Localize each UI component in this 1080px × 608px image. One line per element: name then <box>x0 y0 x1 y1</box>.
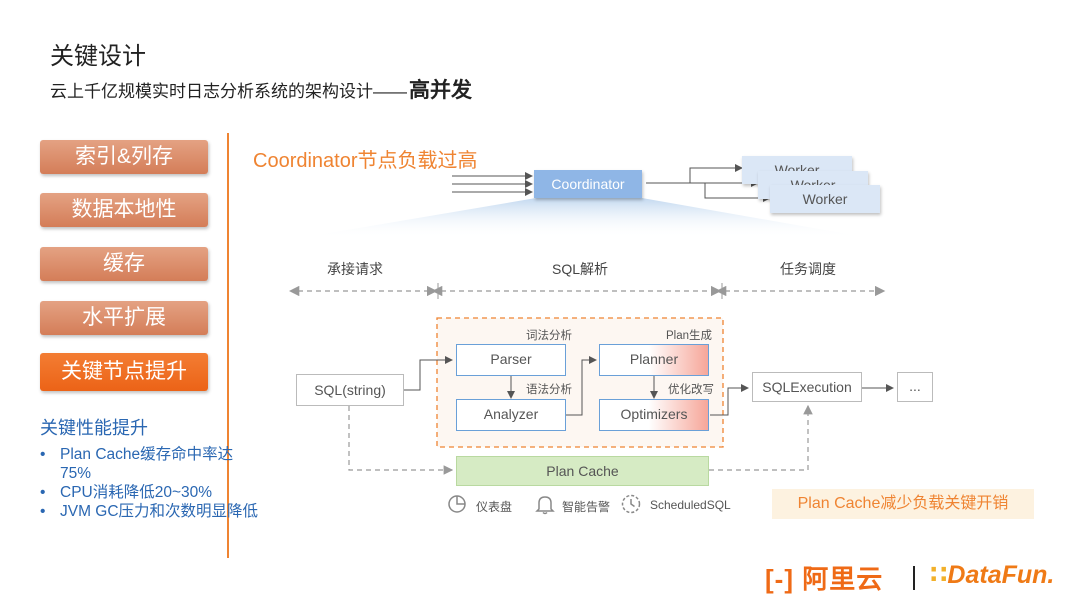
sidebar-item-label: 关键节点提升 <box>61 360 187 383</box>
optimizers-node: Optimizers <box>599 399 709 431</box>
divider-line <box>227 133 229 558</box>
bullet-icon: • <box>40 503 46 520</box>
page-title: 关键设计 <box>50 43 146 70</box>
logo-separator <box>913 566 915 590</box>
diagram-heading: Coordinator节点负载过高 <box>253 150 478 172</box>
performance-title: 关键性能提升 <box>40 418 148 438</box>
subtitle-prefix: 云上千亿规模实时日志分析系统的架构设计—— <box>50 82 407 101</box>
dashboard-icon <box>446 493 468 520</box>
alibaba-cloud-mark-icon: [-] <box>765 564 794 594</box>
feature-icon-row: 仪表盘 智能告警 ScheduledSQL <box>446 493 746 517</box>
plan-cache-note: Plan Cache减少负载关键开销 <box>772 489 1034 519</box>
zoom-fan <box>300 198 870 238</box>
edge-label-lexical: 词法分析 <box>526 330 572 342</box>
list-item: •JVM GC压力和次数明显降低 <box>40 503 259 520</box>
icon-label: 智能告警 <box>562 500 611 514</box>
sidebar-item-label: 索引&列存 <box>74 145 173 168</box>
edge-label-optimize: 优化改写 <box>668 384 714 396</box>
ellipsis-node: ... <box>897 372 933 402</box>
bullet-icon: • <box>40 446 46 463</box>
performance-list: •Plan Cache缓存命中率达75% •CPU消耗降低20~30% •JVM… <box>40 445 260 521</box>
sidebar-item-cache[interactable]: 缓存 <box>40 247 208 281</box>
stage-label-sql-parse: SQL解析 <box>552 261 609 277</box>
datafun-dots-icon: ∷ <box>930 561 948 589</box>
alibaba-cloud-logo: [-] 阿里云 <box>765 564 884 594</box>
sidebar-item-label: 缓存 <box>103 252 145 275</box>
worker-node: Worker <box>770 185 880 213</box>
parser-node: Parser <box>456 344 566 376</box>
sidebar-item-index-columnar[interactable]: 索引&列存 <box>40 140 208 174</box>
datafun-logo: ∷DataFun. <box>930 561 1055 589</box>
analyzer-node: Analyzer <box>456 399 566 431</box>
list-item: •Plan Cache缓存命中率达75% <box>40 446 234 482</box>
planner-node: Planner <box>599 344 709 376</box>
page-subtitle: 云上千亿规模实时日志分析系统的架构设计——高并发 <box>50 74 472 104</box>
plan-cache-node: Plan Cache <box>456 456 709 486</box>
sql-execution-node: SQLExecution <box>752 372 862 402</box>
sidebar-item-horizontal-scaling[interactable]: 水平扩展 <box>40 301 208 335</box>
sql-string-node: SQL(string) <box>296 374 404 406</box>
edge-label-syntax: 语法分析 <box>526 384 572 396</box>
stage-label-accept-request: 承接请求 <box>327 261 383 277</box>
sidebar-item-data-locality[interactable]: 数据本地性 <box>40 193 208 227</box>
coordinator-node: Coordinator <box>534 170 642 198</box>
sidebar-item-label: 数据本地性 <box>71 198 177 221</box>
bullet-icon: • <box>40 484 46 501</box>
list-item: •CPU消耗降低20~30% <box>40 484 213 501</box>
edge-label-plan-gen: Plan生成 <box>666 330 713 342</box>
subtitle-emphasis: 高并发 <box>409 79 472 102</box>
sidebar-item-key-node-improvement[interactable]: 关键节点提升 <box>40 353 208 391</box>
icon-label: 仪表盘 <box>476 500 513 514</box>
bell-icon <box>534 493 556 520</box>
sidebar-item-label: 水平扩展 <box>82 306 166 329</box>
stage-label-task-schedule: 任务调度 <box>780 261 836 277</box>
icon-label: ScheduledSQL <box>650 498 731 512</box>
clock-icon <box>620 493 642 520</box>
